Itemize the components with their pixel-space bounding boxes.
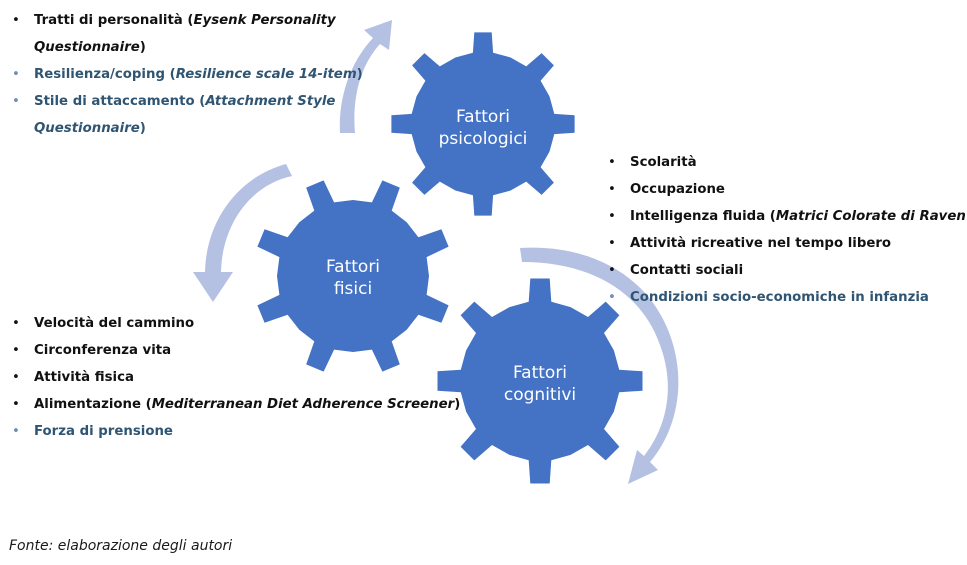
gear-psicologici-line1: Fattori: [456, 107, 510, 127]
list-item: Attività fisica: [11, 364, 460, 391]
list-item: Stile di attaccamento (Attachment Style …: [11, 88, 364, 142]
list-item: Attività ricreative nel tempo libero: [607, 230, 967, 257]
list-item: Occupazione: [607, 176, 967, 203]
list-item: Intelligenza fluida (Matrici Colorate di…: [607, 203, 967, 230]
gear-cognitivi: Fattori cognitivi: [437, 278, 643, 484]
list-item: Circonferenza vita: [11, 337, 460, 364]
list-item: Resilienza/coping (Resilience scale 14-i…: [11, 61, 364, 88]
list-item: Condizioni socio-economiche in infanzia: [607, 284, 967, 311]
list-item: Velocità del cammino: [11, 310, 460, 337]
gear-cognitivi-line2: cognitivi: [504, 385, 576, 405]
list-fattori-psicologici: Tratti di personalità (Eysenk Personalit…: [11, 7, 364, 142]
list-fattori-cognitivi: Scolarità Occupazione Intelligenza fluid…: [607, 149, 967, 311]
list-item: Forza di prensione: [11, 418, 460, 445]
gear-fisici-line2: fisici: [334, 279, 372, 299]
gear-shape: [437, 278, 643, 484]
gear-shape: [391, 32, 575, 216]
list-item: Scolarità: [607, 149, 967, 176]
gear-psicologici-line2: psicologici: [439, 129, 528, 149]
list-fattori-fisici: Velocità del cammino Circonferenza vita …: [11, 310, 460, 445]
list-item: Contatti sociali: [607, 257, 967, 284]
gear-cognitivi-line1: Fattori: [513, 363, 567, 383]
source-caption: Fonte: elaborazione degli autori: [9, 538, 233, 554]
gear-psicologici: Fattori psicologici: [391, 32, 575, 216]
list-item: Tratti di personalità (Eysenk Personalit…: [11, 7, 364, 61]
gear-fisici-line1: Fattori: [326, 257, 380, 277]
curved-arrow-left: [193, 164, 292, 302]
list-item: Alimentazione (Mediterranean Diet Adhere…: [11, 391, 460, 418]
